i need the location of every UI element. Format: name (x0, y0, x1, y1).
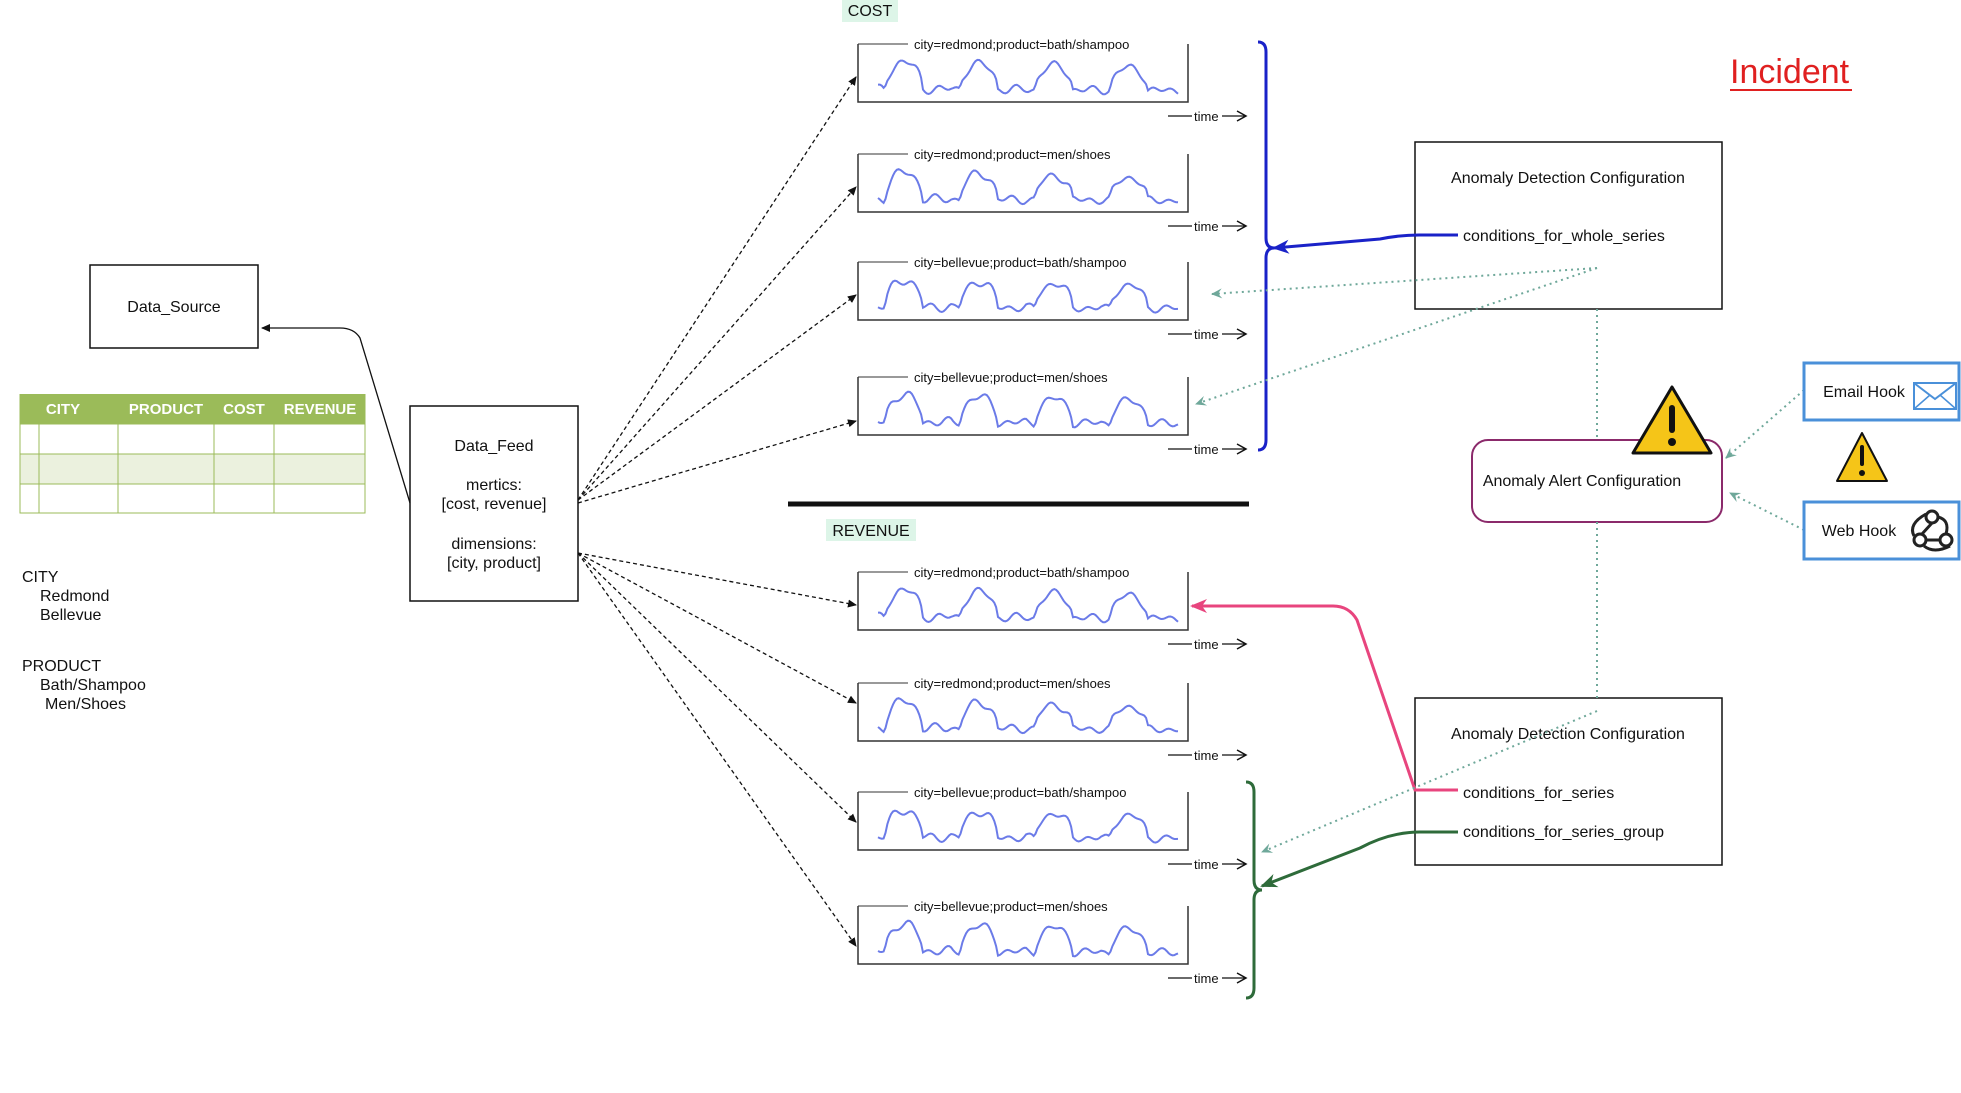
series-frame (857, 262, 1189, 321)
data-feed-metrics-value: [cost, revenue] (442, 496, 547, 513)
time-axis-label: time (1194, 109, 1219, 124)
cost-section-text: COST (848, 3, 893, 20)
series-chart[interactable]: city=redmond;product=men/shoes time (857, 147, 1248, 234)
series-line (878, 58, 1179, 96)
detection-config-bottom-title: Anomaly Detection Configuration (1451, 726, 1685, 743)
series-frame (857, 44, 1189, 103)
data-source-node[interactable]: Data_Source (89, 264, 259, 349)
condition-whole-series: conditions_for_whole_series (1463, 228, 1665, 245)
revenue-section-text: REVENUE (832, 523, 909, 540)
time-label-bg (1192, 636, 1222, 652)
data-feed-title: Data_Feed (454, 438, 533, 455)
time-label-bg (1192, 218, 1222, 234)
cost-series-brace (1257, 40, 1275, 452)
series-label: city=bellevue;product=bath/shampoo (914, 255, 1126, 270)
series-chart[interactable]: city=redmond;product=men/shoes time (857, 676, 1248, 763)
time-axis-label: time (1194, 857, 1219, 872)
series-label: city=bellevue;product=bath/shampoo (914, 785, 1126, 800)
city-value-bellevue: Bellevue (40, 607, 101, 624)
series-charts: city=redmond;product=bath/shampootimecit… (857, 37, 1248, 986)
series-chart[interactable]: city=bellevue;product=bath/shampoo time (857, 785, 1248, 872)
city-value-redmond: Redmond (40, 588, 109, 605)
series-frame (857, 377, 1189, 436)
series-line (877, 279, 1179, 314)
product-value-men-shoes: Men/Shoes (45, 696, 126, 713)
dimensions-list: CITY Redmond Bellevue PRODUCT Bath/Shamp… (22, 569, 146, 713)
series-frame (857, 154, 1189, 213)
time-axis-label: time (1194, 637, 1219, 652)
series-line (877, 168, 1179, 206)
time-label-bg (1192, 856, 1222, 872)
product-value-bath-shampoo: Bath/Shampoo (40, 677, 146, 694)
time-axis-label: time (1194, 971, 1219, 986)
time-axis-label: time (1194, 327, 1219, 342)
envelope-icon (1913, 382, 1957, 410)
data-feed-dimensions-value: [city, product] (447, 555, 541, 572)
series-label: city=redmond;product=bath/shampoo (914, 565, 1129, 580)
series-line (878, 586, 1179, 624)
table-header-product: PRODUCT (129, 401, 203, 418)
data-feed-dimensions-label: dimensions: (451, 536, 536, 553)
web-hook[interactable]: Web Hook (1802, 500, 1961, 561)
condition-series-group: conditions_for_series_group (1463, 824, 1664, 841)
whole-series-arrow (1272, 233, 1458, 254)
product-title: PRODUCT (22, 658, 101, 675)
time-label-bg (1192, 441, 1222, 457)
series-chart[interactable]: city=bellevue;product=bath/shampoo time (857, 255, 1248, 342)
table-header-revenue: REVENUE (284, 401, 357, 418)
data-feed-metrics-label: mertics: (466, 477, 522, 494)
time-label-bg (1192, 326, 1222, 342)
email-hook[interactable]: Email Hook (1802, 361, 1961, 422)
feed-fan-arrows (577, 76, 857, 947)
series-label: city=bellevue;product=men/shoes (914, 899, 1108, 914)
detection-config-bottom[interactable]: Anomaly Detection Configuration conditio… (1414, 697, 1723, 866)
webhook-icon (1911, 509, 1954, 552)
series-line (877, 390, 1179, 429)
warning-icon (1631, 385, 1713, 455)
series-frame (857, 792, 1189, 851)
series-line (877, 809, 1179, 844)
time-axis-label: time (1194, 219, 1219, 234)
time-axis-label: time (1194, 748, 1219, 763)
detection-config-top[interactable]: Anomaly Detection Configuration conditio… (1414, 141, 1723, 310)
series-label: city=redmond;product=men/shoes (914, 147, 1111, 162)
series-chart[interactable]: city=bellevue;product=men/shoes time (857, 899, 1248, 986)
series-group-condition-arrow (1260, 830, 1458, 888)
time-label-bg (1192, 747, 1222, 763)
city-title: CITY (22, 569, 59, 586)
series-frame (857, 572, 1189, 631)
series-label: city=redmond;product=bath/shampoo (914, 37, 1129, 52)
alert-links (1195, 267, 1805, 853)
source-table: CITY PRODUCT COST REVENUE (19, 394, 366, 514)
incident-label: Incident (1730, 53, 1850, 91)
email-hook-label: Email Hook (1823, 384, 1906, 401)
data-source-label: Data_Source (127, 299, 220, 316)
web-hook-label: Web Hook (1822, 523, 1897, 540)
series-frame (857, 906, 1189, 965)
data-feed-node[interactable]: Data_Feed mertics: [cost, revenue] dimen… (409, 405, 579, 602)
hook-warning-icon (1836, 432, 1888, 482)
series-chart[interactable]: city=redmond;product=bath/shampoo time (857, 37, 1248, 124)
series-condition-arrow (1190, 599, 1458, 792)
series-line (877, 919, 1179, 958)
time-label-bg (1192, 108, 1222, 124)
series-frame (857, 683, 1189, 742)
revenue-group-brace (1245, 780, 1263, 1000)
revenue-section-label: REVENUE (826, 519, 916, 541)
alert-config-label: Anomaly Alert Configuration (1483, 473, 1681, 490)
series-chart[interactable]: city=bellevue;product=men/shoes time (857, 370, 1248, 457)
time-label-bg (1192, 970, 1222, 986)
feed-to-source-arrow (261, 324, 411, 504)
time-axis-label: time (1194, 442, 1219, 457)
table-header-city: CITY (46, 401, 80, 418)
detection-config-top-title: Anomaly Detection Configuration (1451, 170, 1685, 187)
cost-section-label: COST (842, 0, 898, 22)
series-chart[interactable]: city=redmond;product=bath/shampoo time (857, 565, 1248, 652)
condition-series: conditions_for_series (1463, 785, 1614, 802)
table-header-cost: COST (223, 401, 265, 418)
series-label: city=redmond;product=men/shoes (914, 676, 1111, 691)
series-label: city=bellevue;product=men/shoes (914, 370, 1108, 385)
series-line (877, 697, 1179, 735)
